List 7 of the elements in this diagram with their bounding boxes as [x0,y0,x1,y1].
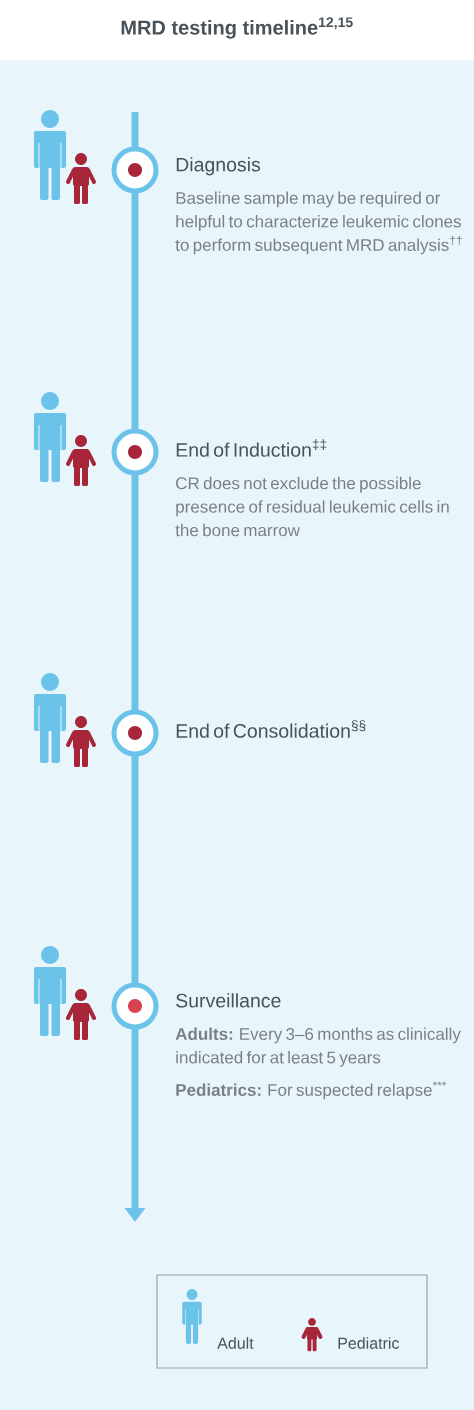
legend-label: Adult [217,1337,254,1349]
stage-text: End of Consolidation$^{§§}$ [176,720,366,738]
stage-text: Diagnosis Baseline sample may be required or helpful to characterize leukemic clones to perform subsequent MRD analysis$^{††}$ [175,157,462,255]
title: MRD testing timeline$^{12,15}$ [121,17,353,39]
stage-text: Surveillance Adults: Every 3–6 months as clinically indicated for at least 5 years Pediatrics: For suspected relapse$^{***}$ [175,993,461,1100]
legend-label: Pediatric [338,1337,399,1349]
stage-text: End of Induction$^{‡‡}$ CR does not exclude the possible presence of residual leukemic cells in the bone marrow [175,439,449,537]
